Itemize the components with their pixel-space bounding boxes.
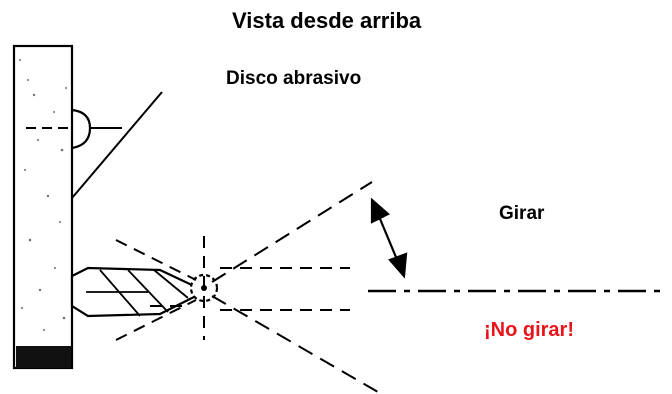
drill-bit bbox=[70, 266, 219, 318]
tip-guide-lines bbox=[115, 236, 350, 341]
disc-flange bbox=[71, 108, 92, 150]
disc-leader-lines bbox=[71, 91, 163, 199]
rotation-limit-lines bbox=[211, 181, 379, 393]
no-rotate-warning: ¡No girar! bbox=[484, 319, 574, 341]
double-headed-arrow-icon bbox=[370, 197, 408, 279]
rotate-label: Girar bbox=[499, 203, 545, 224]
abrasive-disc-label: Disco abrasivo bbox=[226, 68, 362, 89]
abrasive-disc bbox=[12, 44, 74, 370]
diagram-title: Vista desde arriba bbox=[232, 8, 422, 33]
